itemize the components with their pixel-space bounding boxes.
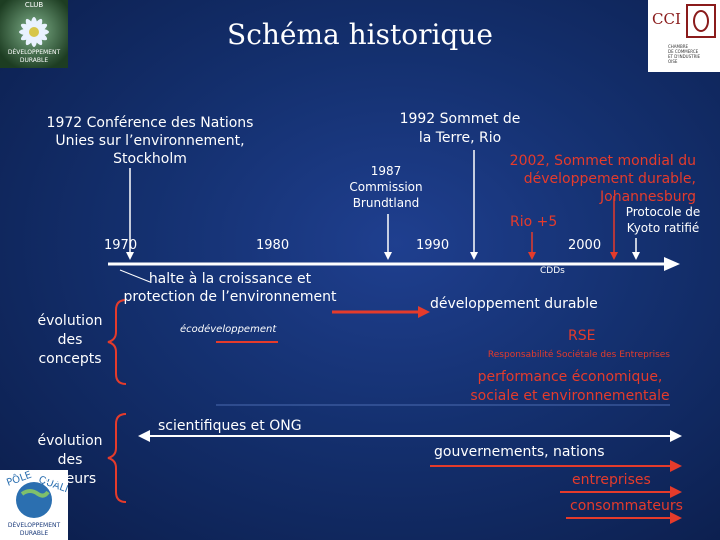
actors-arrow-consumers-head-icon: [670, 512, 682, 524]
concept-ecodev: écodéveloppement: [180, 324, 277, 335]
concept-dev-durable: développement durable: [430, 296, 598, 312]
event-johannesburg: 2002, Sommet mondial du développement du…: [509, 153, 696, 205]
concept-rse: RSE: [568, 328, 596, 344]
actors-axis-right-head-icon: [670, 430, 682, 442]
logo-bl-line2: DURABLE: [19, 530, 49, 537]
rio-pointer-head-icon: [470, 252, 478, 260]
cci-subtext: CHAMBRE DE COMMERCE ET D'INDUSTRIE OISE: [668, 44, 700, 64]
actor-scientists: scientifiques et ONG: [158, 418, 302, 434]
cci-sub4: OISE: [668, 59, 678, 64]
rio5-pointer-head-icon: [528, 252, 536, 260]
stockholm-pointer-head-icon: [126, 252, 134, 260]
cci-brand-text: CCI: [652, 10, 681, 28]
actor-consumers: consommateurs: [570, 498, 683, 514]
logo-durable-text: DURABLE: [19, 57, 49, 64]
year-2000: 2000: [568, 238, 602, 253]
timeline-arrow-icon: [664, 257, 680, 271]
actors-arrow-gov-head-icon: [670, 460, 682, 472]
event-kyoto: Protocole de Kyoto ratifié: [625, 205, 701, 235]
actor-companies: entreprises: [572, 472, 651, 488]
actors-brace: [107, 413, 127, 503]
logo-dev-text: DÉVELOPPEMENT: [7, 49, 61, 56]
kyoto-pointer-head-icon: [632, 252, 640, 260]
actors-arrow-companies-head-icon: [670, 486, 682, 498]
year-1980: 1980: [256, 238, 290, 253]
concept-performance: performance économique, sociale et envir…: [470, 369, 670, 404]
logo-bl-line1: DÉVELOPPEMENT: [7, 522, 61, 529]
brundtland-pointer-head-icon: [384, 252, 392, 260]
johannesburg-pointer-head-icon: [610, 252, 618, 260]
cci-sub1: CHAMBRE: [668, 44, 689, 49]
halte-connector: [119, 269, 151, 283]
concepts-arrow-1-head-icon: [418, 306, 430, 318]
actor-governments: gouvernements, nations: [434, 444, 605, 460]
cci-sub2: DE COMMERCE: [668, 49, 699, 54]
event-stockholm: 1972 Conférence des Nations Unies sur l’…: [46, 115, 254, 167]
event-rio-1992: 1992 Sommet de la Terre, Rio: [399, 111, 521, 146]
cci-oise-logo: CCI CHAMBRE DE COMMERCE ET D'INDUSTRIE O…: [648, 0, 720, 72]
cci-o-icon: [686, 4, 716, 38]
concepts-brace: [107, 299, 127, 385]
actors-label: évolution des acteurs: [37, 433, 103, 487]
year-1970: 1970: [104, 238, 138, 253]
page-title: Schéma historique: [227, 18, 493, 51]
concepts-label: évolution des concepts: [37, 313, 103, 367]
concept-rse-full: Responsabilité Sociétale des Entreprises: [487, 350, 670, 360]
concept-halte: halte à la croissance et protection de l…: [123, 271, 337, 305]
actors-axis-left-head-icon: [138, 430, 150, 442]
logo-club-text: CLUB: [24, 1, 44, 9]
event-rio5: Rio +5: [510, 214, 558, 230]
cdds-label: CDDs: [540, 266, 565, 276]
event-brundtland: 1987 Commission Brundtland: [349, 164, 423, 210]
year-1990: 1990: [416, 238, 450, 253]
club-dd-logo: CLUB DÉVELOPPEMENT DURABLE: [0, 0, 68, 68]
flower-icon: [0, 0, 68, 68]
cci-sub3: ET D'INDUSTRIE: [668, 54, 701, 59]
